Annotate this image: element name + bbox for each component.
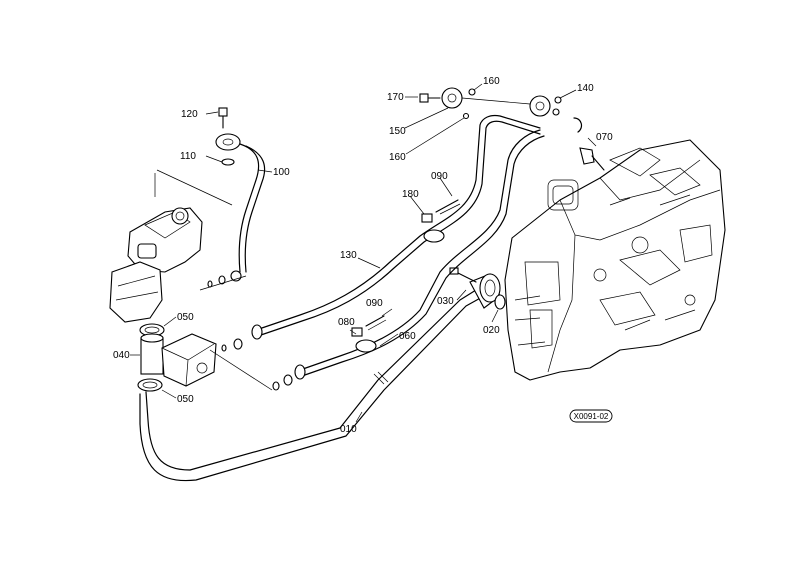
label-180: 180 [402,189,419,200]
label-140: 140 [577,83,594,94]
label-150: 150 [389,126,406,137]
washer-160-lower [462,112,470,120]
label-090-lower: 090 [366,298,383,309]
washer-110 [221,158,235,166]
pipe-100-outline [244,145,266,273]
pipe-060 [299,129,541,371]
label-130: 130 [340,250,357,261]
fittings-lower-left [272,374,293,391]
clamp-bolt-090-upper [435,199,461,215]
label-100: 100 [273,167,290,178]
pipe-100 [238,143,260,273]
label-010: 010 [340,424,357,435]
pipe-130 [255,114,541,331]
label-090-upper: 090 [431,171,448,182]
fittings-pump-outlet [199,270,247,291]
leader-banjo [461,97,531,105]
hose-clamp-050-top [139,323,165,337]
pipe-clamp-080 [351,327,377,353]
leader-bracket [209,349,273,391]
label-160-top: 160 [483,76,500,87]
label-070: 070 [596,132,613,143]
oil-cooler-fitting-030 [449,267,501,309]
pipe-060-outline [301,135,545,377]
label-080: 080 [338,317,355,328]
clamp-bolt-090-lower [365,315,387,331]
hose-010-outline [139,295,485,482]
pipe-130-fitting [251,324,263,340]
pipe-060-fitting [294,364,306,380]
banjo-fitting-140 [529,95,583,133]
hose-010 [145,289,477,471]
pipe-130-outline [257,120,541,337]
callout-labels: 120 110 100 050 040 050 010 060 080 090 … [113,76,613,435]
banjo-fitting-150 [441,87,463,109]
label-060: 060 [399,331,416,342]
label-160-lower: 160 [389,152,406,163]
banjo-bolt-170 [419,93,441,103]
fittings-mid-left [221,338,243,352]
pipe-clamp-180 [421,213,445,243]
hose-040 [140,333,164,375]
engine-block [504,139,726,381]
label-020: 020 [483,325,500,336]
label-050-top: 050 [177,312,194,323]
label-110: 110 [180,151,196,162]
bracket-block [161,333,217,387]
fitting-070 [579,147,605,171]
label-170: 170 [387,92,404,103]
label-050-bottom: 050 [177,394,194,405]
reference-code-badge: X0091-02 [569,409,613,423]
leader-lines [130,83,597,423]
hydraulic-pump-unit [109,207,203,323]
banjo-bolt-120 [218,107,228,129]
label-040: 040 [113,350,130,361]
o-ring-020 [494,294,506,310]
banjo-fitting-100 [215,133,241,151]
hose-clamp-050-bottom [137,378,163,392]
label-030: 030 [437,296,454,307]
reference-code: X0091-02 [574,412,609,421]
hose-010-joint [373,371,389,385]
label-120: 120 [181,109,198,120]
leader-dash [156,169,233,206]
washer-160-top [468,88,476,96]
